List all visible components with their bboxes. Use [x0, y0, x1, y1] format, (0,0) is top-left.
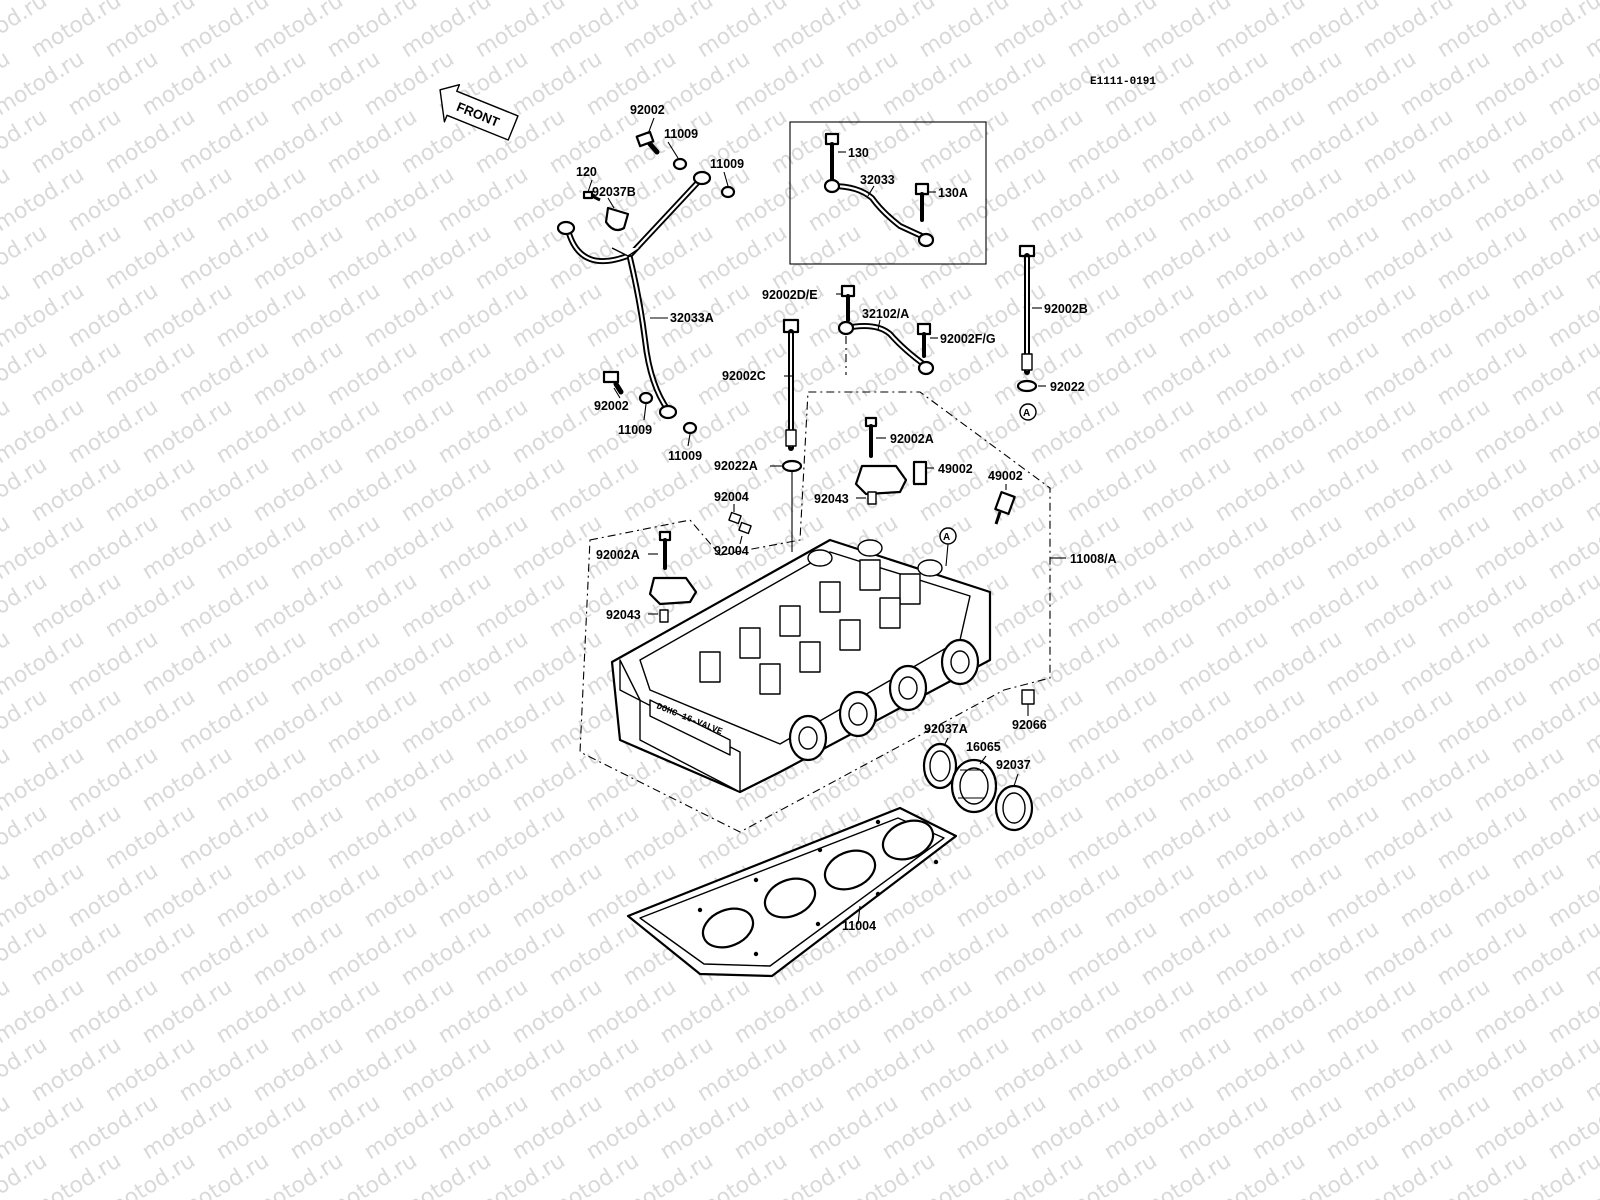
- dowel-92043-left: [659, 609, 669, 623]
- sensor-49002-b: [994, 484, 1016, 525]
- label-92022: 92022: [1050, 380, 1085, 394]
- oil-pipe-32033: [823, 178, 935, 248]
- washer-92022A: [781, 459, 803, 473]
- label-92043-right: 92043: [814, 492, 849, 506]
- label-92037: 92037: [996, 758, 1031, 772]
- bolt-92002A-left: [658, 530, 672, 570]
- bolt-92002DE: [840, 284, 856, 322]
- holder-16065: [950, 758, 998, 814]
- ref-mark-a-upper-text: A: [1023, 408, 1030, 419]
- drawing-code: E1111-0191: [1090, 76, 1156, 88]
- label-92037A: 92037A: [924, 722, 968, 736]
- clamp-92037B: [604, 206, 630, 232]
- stud-92002C: [782, 318, 800, 451]
- label-16065: 16065: [966, 740, 1001, 754]
- label-92002FG: 92002F/G: [940, 332, 996, 346]
- label-11009-a: 11009: [664, 127, 698, 141]
- label-92037B: 92037B: [592, 185, 636, 199]
- label-49002-b: 49002: [988, 469, 1023, 483]
- label-92004-b: 92004: [714, 544, 749, 558]
- label-11009-c: 11009: [618, 423, 652, 437]
- stud-92002B: [1018, 244, 1036, 375]
- label-11008A: 11008/A: [1070, 552, 1117, 566]
- head-gasket-11004: [626, 806, 958, 978]
- bolt-130: [824, 132, 840, 182]
- clamp-92037A: [922, 742, 958, 790]
- label-92022A: 92022A: [714, 459, 758, 473]
- washer-11009-d: [682, 421, 698, 435]
- plug-92004: [728, 511, 752, 535]
- label-92002B: 92002B: [1044, 302, 1088, 316]
- label-32033A: 32033A: [670, 311, 714, 325]
- label-32102A: 32102/A: [862, 307, 909, 321]
- label-11004: 11004: [842, 919, 876, 933]
- cylinder-head-11008A: DOHC 16-VALVE: [610, 538, 992, 794]
- label-11009-b: 11009: [710, 157, 744, 171]
- label-92002A-left: 92002A: [596, 548, 640, 562]
- label-130: 130: [848, 146, 869, 160]
- label-130A: 130A: [938, 186, 968, 200]
- washer-11009-c: [638, 391, 654, 405]
- label-92043-left: 92043: [606, 608, 641, 622]
- bolt-130A: [914, 182, 930, 222]
- washer-92022: [1016, 379, 1038, 393]
- label-92066: 92066: [1012, 718, 1047, 732]
- label-32033: 32033: [860, 173, 895, 187]
- ref-mark-a-upper: [1019, 403, 1037, 421]
- dowel-92043-right: [867, 491, 877, 505]
- bolt-92002-top: [635, 130, 660, 155]
- clamp-92037: [994, 784, 1034, 832]
- label-92002DE: 92002D/E: [762, 288, 818, 302]
- bolt-92002FG: [916, 322, 932, 358]
- camshaft-cap-right: [854, 464, 908, 496]
- sensor-49002-a: [912, 460, 934, 486]
- front-arrow-icon: FRONT: [439, 84, 519, 141]
- cylinder-head-boundary: [579, 391, 1051, 833]
- bolt-92002A-right: [864, 416, 878, 458]
- ref-mark-a-head-text: A: [943, 532, 950, 543]
- label-92002C: 92002C: [722, 369, 766, 383]
- label-120: 120: [576, 165, 597, 179]
- bolt-92002-mid: [602, 370, 624, 395]
- oil-pipe-32102A: [837, 320, 935, 376]
- label-92002A-right: 92002A: [890, 432, 934, 446]
- washer-11009-a: [672, 157, 688, 171]
- label-92002-mid: 92002: [594, 399, 629, 413]
- label-11009-d: 11009: [668, 449, 702, 463]
- camshaft-cap-left: [648, 576, 698, 606]
- label-92004-a: 92004: [714, 490, 749, 504]
- oil-pipe-32033A: [556, 170, 712, 420]
- plug-92066: [1021, 689, 1035, 705]
- label-49002-a: 49002: [938, 462, 973, 476]
- label-92002-top: 92002: [630, 103, 665, 117]
- variant-inset-box: [789, 121, 987, 265]
- washer-11009-b: [720, 185, 736, 199]
